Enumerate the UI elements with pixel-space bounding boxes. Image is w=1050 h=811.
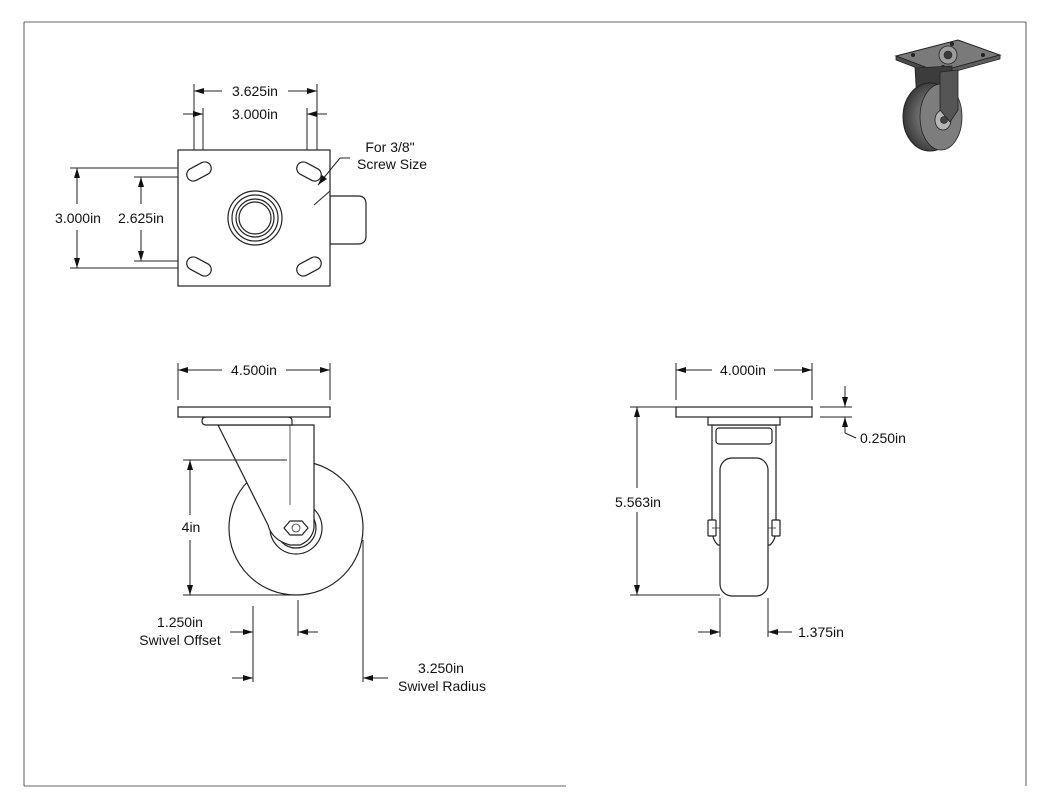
swivel-offset-value: 1.250in xyxy=(157,614,203,630)
dim-inner-hole-spacing-text: 3.000in xyxy=(232,106,278,122)
mounting-slot xyxy=(186,161,322,277)
dim-wheel-height-text: 4in xyxy=(182,519,201,535)
side-view: 4.500in 4in 1.250in Swivel Offset xyxy=(139,362,486,694)
dim-plate-height: 3.000in xyxy=(55,167,178,269)
dim-swivel-offset: 1.250in Swivel Offset xyxy=(139,600,318,682)
swivel-offset-label: Swivel Offset xyxy=(139,632,221,648)
mounting-plate-front xyxy=(675,406,813,418)
swivel-radius-value: 3.250in xyxy=(418,660,464,676)
dim-swivel-radius: 3.250in Swivel Radius xyxy=(362,540,486,694)
dim-hole-height-spacing-text: 2.625in xyxy=(118,210,164,226)
dim-overall-height-text: 5.563in xyxy=(615,494,661,510)
dim-outer-hole-spacing: 3.625in xyxy=(193,83,318,150)
dim-front-plate-width: 4.000in xyxy=(675,362,813,400)
dim-wheel-width: 1.375in xyxy=(698,598,844,640)
dim-wheel-height: 4in xyxy=(182,459,296,596)
dim-plate-thickness-text: 0.250in xyxy=(860,430,906,446)
dim-wheel-width-text: 1.375in xyxy=(798,624,844,640)
dim-overall-height: 5.563in xyxy=(615,406,720,596)
swivel-radius-label: Swivel Radius xyxy=(398,678,486,694)
dim-plate-height-text: 3.000in xyxy=(55,210,101,226)
dim-side-plate-width: 4.500in xyxy=(177,362,331,400)
isometric-caster-thumbnail xyxy=(894,39,1002,152)
kingpin-boss xyxy=(227,190,283,246)
dim-hole-height-spacing: 2.625in xyxy=(118,176,178,262)
swivel-stem xyxy=(329,195,367,245)
dim-plate-thickness: 0.250in xyxy=(820,386,906,446)
screw-size-note: For 3/8" Screw Size xyxy=(313,139,427,206)
dim-side-plate-width-text: 4.500in xyxy=(231,362,277,378)
front-view: 4.000in 0.250in 5.563in xyxy=(615,362,906,640)
mounting-plate-side xyxy=(177,406,331,418)
dim-inner-hole-spacing: 3.000in xyxy=(183,106,327,150)
drawing-border xyxy=(23,21,1027,787)
screw-note-line2: Screw Size xyxy=(357,156,427,172)
top-view: 3.625in 3.000in 3.000in xyxy=(55,83,427,287)
dim-front-plate-width-text: 4.000in xyxy=(720,362,766,378)
wheel-front xyxy=(719,457,769,597)
screw-note-line1: For 3/8" xyxy=(365,139,414,155)
axle-nut xyxy=(283,520,309,536)
dim-outer-hole-spacing-text: 3.625in xyxy=(232,83,278,99)
